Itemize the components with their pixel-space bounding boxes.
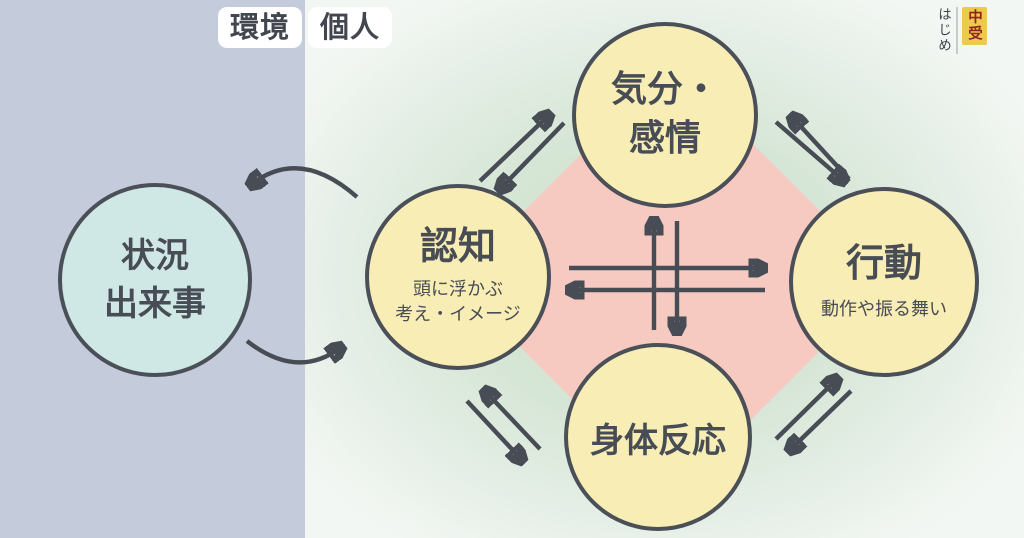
node-mood-emotion: 気分・ 感情 <box>572 22 758 208</box>
node-behavior: 行動 動作や振る舞い <box>789 187 979 377</box>
node-situation-events: 状況 出来事 <box>58 183 252 377</box>
behavior-title: 行動 <box>845 241 922 286</box>
cognition-title: 認知 <box>419 224 496 269</box>
node-body-reaction: 身体反応 <box>564 343 752 531</box>
mood-title-line2: 感情 <box>628 118 701 159</box>
site-logo: はじめ 中受 <box>933 7 987 54</box>
behavior-subtitle: 動作や振る舞い <box>821 298 947 320</box>
node-cognition: 認知 頭に浮かぶ 考え・イメージ <box>365 184 551 370</box>
cognition-subtitle-line1: 頭に浮かぶ <box>412 279 503 301</box>
cognition-subtitle-line2: 考え・イメージ <box>395 304 521 326</box>
situation-title-line1: 状況 <box>121 235 189 276</box>
individual-label: 個人 <box>308 7 393 48</box>
situation-title-line2: 出来事 <box>104 284 206 324</box>
logo-hajime-text: はじめ <box>933 7 958 54</box>
mood-title-line1: 気分・ <box>610 69 719 111</box>
body-reaction-title: 身体反応 <box>590 420 726 461</box>
logo-chuju-badge: 中受 <box>962 7 987 45</box>
environment-label: 環境 <box>218 7 303 48</box>
